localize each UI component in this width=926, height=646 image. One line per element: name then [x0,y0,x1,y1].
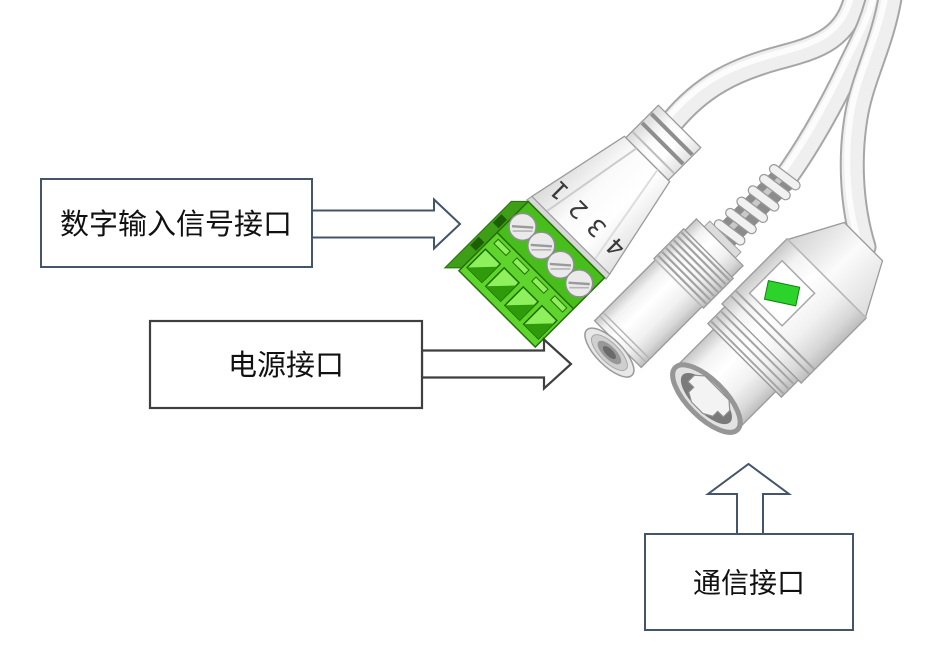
callout-arrow-up [704,462,793,535]
spring-coil [736,196,769,223]
thread-ribs [657,231,731,305]
callout-power: 电源接口 [148,319,573,410]
spring-coil [725,207,757,235]
opening-shadow [504,304,536,321]
opening-shadow [467,266,498,283]
keyed-insert [687,374,731,418]
ridge-line [710,320,785,395]
digital-input-connector: 1 2 3 4 [443,104,702,349]
body-groove [735,290,815,370]
callout-box [148,319,424,410]
callout-label-digital-input: 数字输入信号接口 [60,207,292,241]
terminal-slots [493,238,568,313]
screw-slot [531,249,552,251]
terminal-slot [511,257,530,275]
collar-ring [632,131,675,174]
body-groove [730,295,810,375]
collar-ring [649,112,694,157]
green-indicator [763,280,801,307]
ridge-line [720,310,795,385]
ridge-line [715,315,790,390]
screw-slot [550,268,571,270]
cables [659,0,903,260]
callout-comm: 通信接口 [644,462,854,631]
spring-coil [713,219,746,246]
spring-coil [747,185,780,212]
housing-rim [526,195,611,280]
digital-input-cable [659,0,868,135]
side-slot [492,214,508,229]
power-cable [771,0,890,193]
callout-digital-input: 数字输入信号接口 [40,178,462,268]
screw-slot [549,262,572,267]
callout-box [644,533,854,631]
barrel-groove [603,312,650,359]
barrel-section-line [654,259,703,308]
callout-arrow-right [420,337,573,391]
screw-slot [512,230,533,232]
housing-facet-line [593,169,659,260]
spring-coil [768,163,801,191]
terminal-slot [549,295,568,313]
opening-shadow [523,323,555,339]
callout-box [40,178,313,268]
comm-connector [670,221,884,435]
opening-shadow [485,285,517,302]
callout-label-power: 电源接口 [228,348,344,382]
screw-slot [530,243,552,248]
power-tip [584,327,635,378]
comm-cable [839,0,903,260]
screw-slot [511,224,534,229]
callout-label-comm: 通信接口 [693,567,805,600]
strain-relief-spring [713,163,801,246]
side-slot [470,236,485,251]
power-connector [584,163,801,378]
callout-arrow-right [311,197,462,251]
terminal-openings [466,248,558,340]
spring-coil [758,173,791,201]
terminal-slot [531,276,549,295]
tip-socket-hole [602,346,616,360]
barrel-groove [599,315,647,363]
screw-slot [568,281,590,286]
screw-slot [569,286,590,289]
housing-facet-line [546,147,637,213]
terminal-slot [493,238,511,257]
body-section-line [786,238,867,319]
comm-opening [670,362,743,435]
terminal-screws [508,212,594,298]
collar-ring [640,121,685,166]
